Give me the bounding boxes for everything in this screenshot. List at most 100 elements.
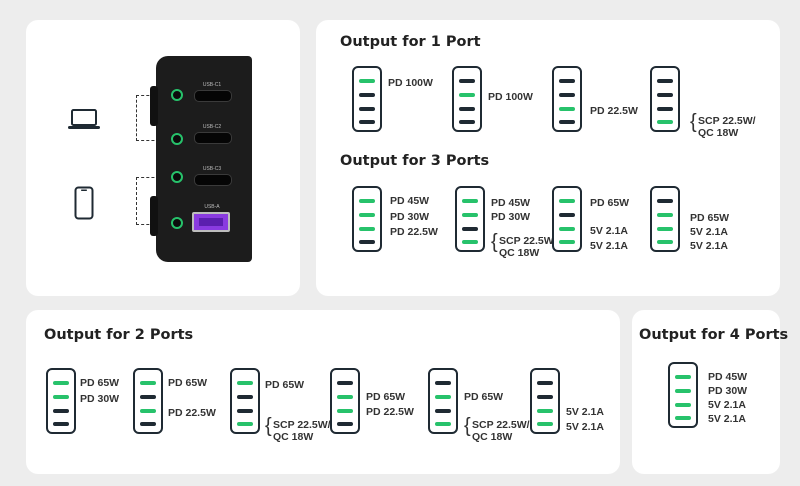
output-label: 5V 2.1A [690, 240, 728, 252]
inactive-port-bar [337, 381, 353, 385]
active-port-bar [675, 389, 691, 393]
output-label: PD 45W [491, 197, 531, 209]
inactive-port-bar [459, 120, 475, 124]
title-one-port: Output for 1 Port [340, 34, 481, 50]
active-port-bar [559, 227, 575, 231]
port-indicator [133, 368, 163, 434]
port-indicator [552, 186, 582, 252]
brace-glyph: { [690, 111, 697, 133]
output-label: QC 18W [499, 247, 540, 259]
active-port-bar [657, 240, 673, 244]
inactive-port-bar [459, 107, 475, 111]
port-indicator-dot [171, 217, 183, 229]
usb-c1-port [194, 90, 232, 102]
brace-glyph: { [464, 415, 471, 437]
active-port-bar [462, 199, 478, 203]
title-three-ports: Output for 3 Ports [340, 153, 490, 169]
active-port-bar [657, 120, 673, 124]
port-indicator [352, 66, 382, 132]
output-label: PD 45W [390, 195, 430, 207]
inactive-port-bar [537, 381, 553, 385]
inactive-port-bar [657, 93, 673, 97]
title-four-ports: Output for 4 Ports [639, 327, 789, 343]
output-label: SCP 22.5W/ [698, 115, 756, 127]
port-indicator [46, 368, 76, 434]
active-port-bar [359, 199, 375, 203]
port-label-usb-c1: USB-C1 [202, 82, 222, 88]
active-port-bar [140, 409, 156, 413]
active-port-bar [657, 213, 673, 217]
active-port-bar [359, 79, 375, 83]
port-indicator [455, 186, 485, 252]
port-indicator [330, 368, 360, 434]
four-ports-card [632, 310, 780, 474]
output-label: PD 30W [80, 393, 120, 405]
output-label: PD 30W [491, 211, 531, 223]
inactive-port-bar [537, 395, 553, 399]
active-port-bar [359, 227, 375, 231]
phone-icon [74, 186, 94, 220]
output-label: SCP 22.5W/ [472, 419, 530, 431]
active-port-bar [537, 409, 553, 413]
output-label: PD 22.5W [590, 105, 638, 117]
inactive-port-bar [435, 381, 451, 385]
active-port-bar [53, 395, 69, 399]
inactive-port-bar [359, 107, 375, 111]
active-port-bar [435, 395, 451, 399]
usb-c3-port [194, 174, 232, 186]
output-label: 5V 2.1A [708, 399, 746, 411]
inactive-port-bar [53, 409, 69, 413]
output-label: PD 45W [708, 371, 748, 383]
inactive-port-bar [559, 213, 575, 217]
port-indicator [452, 66, 482, 132]
output-label: PD 30W [390, 211, 430, 223]
active-port-bar [237, 381, 253, 385]
active-port-bar [435, 422, 451, 426]
output-label: PD 30W [708, 385, 748, 397]
active-port-bar [53, 381, 69, 385]
active-port-bar [462, 213, 478, 217]
active-port-bar [675, 375, 691, 379]
active-port-bar [140, 381, 156, 385]
port-label-usb-c3: USB-C3 [202, 166, 222, 172]
active-port-bar [537, 422, 553, 426]
port-label-usb-a: USB-A [204, 204, 220, 210]
charger-device: USB-C1 USB-C2 USB-C3 USB-A [150, 56, 252, 262]
port-indicator [352, 186, 382, 252]
active-port-bar [462, 240, 478, 244]
port-indicator [428, 368, 458, 434]
inactive-port-bar [53, 422, 69, 426]
output-label: 5V 2.1A [590, 225, 628, 237]
output-label: QC 18W [698, 127, 739, 139]
active-port-bar [559, 199, 575, 203]
active-port-bar [459, 93, 475, 97]
output-label: 5V 2.1A [566, 421, 604, 433]
active-port-bar [657, 227, 673, 231]
output-label: PD 65W [590, 197, 630, 209]
port-combos-card [316, 20, 780, 296]
port-indicator [552, 66, 582, 132]
output-label: PD 65W [168, 377, 208, 389]
active-port-bar [559, 240, 575, 244]
laptop-icon [68, 108, 100, 130]
active-port-bar [337, 395, 353, 399]
output-label: PD 65W [690, 212, 730, 224]
title-two-ports: Output for 2 Ports [44, 327, 194, 343]
output-label: PD 100W [388, 77, 433, 89]
output-label: PD 22.5W [390, 226, 438, 238]
inactive-port-bar [657, 107, 673, 111]
inactive-port-bar [559, 79, 575, 83]
output-label: SCP 22.5W/ [499, 235, 557, 247]
port-indicator-dot [171, 133, 183, 145]
inactive-port-bar [435, 409, 451, 413]
usb-a-port [192, 212, 230, 232]
active-port-bar [359, 213, 375, 217]
output-label: PD 65W [265, 379, 305, 391]
inactive-port-bar [657, 79, 673, 83]
output-label: PD 65W [80, 377, 120, 389]
output-label: PD 65W [366, 391, 406, 403]
port-indicator [650, 186, 680, 252]
inactive-port-bar [140, 395, 156, 399]
active-port-bar [675, 403, 691, 407]
output-label: PD 100W [488, 91, 533, 103]
